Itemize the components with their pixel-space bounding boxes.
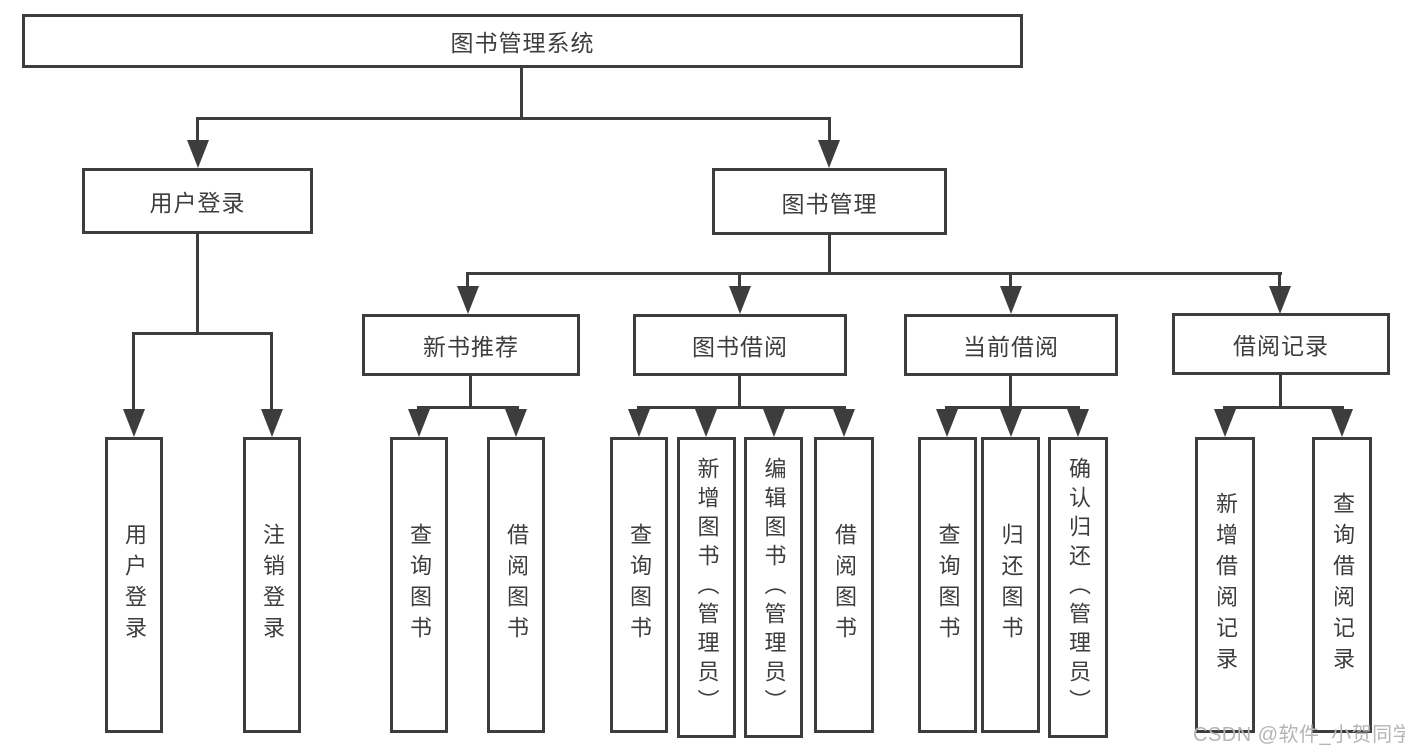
leaf-label: 新增图书（管理员） bbox=[694, 457, 720, 718]
leaf-confirm-return-admin: 确认归还（管理员） bbox=[1048, 437, 1108, 738]
arrow-down-icon bbox=[936, 409, 958, 437]
leaf-query-borrow-record: 查询借阅记录 bbox=[1312, 437, 1372, 733]
connector-line bbox=[196, 234, 199, 335]
leaf-edit-books-admin: 编辑图书（管理员） bbox=[744, 437, 803, 738]
watermark: CSDN @软件_小贺同学 bbox=[1193, 724, 1405, 746]
leaf-add-books-admin: 新增图书（管理员） bbox=[677, 437, 736, 738]
connector-line bbox=[1009, 272, 1012, 288]
node-label: 图书管理 bbox=[781, 190, 878, 217]
connector-line bbox=[417, 406, 519, 409]
arrow-down-icon bbox=[763, 409, 785, 437]
leaf-label: 借阅图书 bbox=[832, 523, 857, 647]
leaf-label: 借阅图书 bbox=[504, 523, 529, 647]
arrow-down-icon bbox=[729, 286, 751, 314]
leaf-logout: 注销登录 bbox=[243, 437, 301, 733]
arrow-down-icon bbox=[457, 286, 479, 314]
connector-line bbox=[196, 117, 831, 120]
node-book-borrow: 图书借阅 bbox=[633, 314, 847, 376]
connector-line bbox=[828, 234, 831, 274]
node-book-management: 图书管理 bbox=[712, 168, 947, 235]
leaf-newbooks-borrow-books: 借阅图书 bbox=[487, 437, 545, 733]
leaf-user-login: 用户登录 bbox=[105, 437, 163, 733]
leaf-label: 归还图书 bbox=[998, 523, 1024, 647]
leaf-borrow-borrow-books: 借阅图书 bbox=[814, 437, 874, 733]
leaf-label: 新增借阅记录 bbox=[1213, 492, 1238, 678]
leaf-label: 查询图书 bbox=[627, 523, 652, 647]
leaf-newbooks-query-books: 查询图书 bbox=[390, 437, 448, 733]
connector-line bbox=[945, 406, 1080, 409]
arrow-down-icon bbox=[818, 140, 840, 168]
arrow-down-icon bbox=[628, 409, 650, 437]
connector-line bbox=[466, 272, 469, 288]
connector-line bbox=[132, 332, 135, 411]
node-borrow-records: 借阅记录 bbox=[1172, 313, 1390, 375]
arrow-down-icon bbox=[833, 409, 855, 437]
node-new-book-recommend: 新书推荐 bbox=[362, 314, 580, 376]
node-label: 当前借阅 bbox=[963, 334, 1059, 360]
leaf-label: 注销登录 bbox=[260, 523, 285, 647]
arrow-down-icon bbox=[187, 140, 209, 168]
arrow-down-icon bbox=[261, 409, 283, 437]
arrow-down-icon bbox=[505, 409, 527, 437]
leaf-current-query-books: 查询图书 bbox=[918, 437, 977, 733]
connector-line bbox=[637, 406, 846, 409]
leaf-label: 查询图书 bbox=[407, 523, 432, 647]
leaf-label: 查询图书 bbox=[935, 523, 961, 647]
connector-line bbox=[1278, 272, 1281, 288]
leaf-return-books: 归还图书 bbox=[981, 437, 1040, 733]
node-library-management-system: 图书管理系统 bbox=[22, 14, 1023, 68]
arrow-down-icon bbox=[1214, 409, 1236, 437]
connector-line bbox=[520, 68, 523, 120]
leaf-add-borrow-record: 新增借阅记录 bbox=[1195, 437, 1255, 733]
connector-line bbox=[196, 117, 199, 143]
connector-line bbox=[738, 376, 741, 409]
leaf-borrow-query-books: 查询图书 bbox=[610, 437, 668, 733]
connector-line bbox=[1223, 406, 1344, 409]
leaf-label: 查询借阅记录 bbox=[1330, 492, 1355, 678]
arrow-down-icon bbox=[1000, 409, 1022, 437]
node-current-borrow: 当前借阅 bbox=[904, 314, 1118, 376]
connector-line bbox=[132, 332, 273, 335]
arrow-down-icon bbox=[695, 409, 717, 437]
arrow-down-icon bbox=[1331, 409, 1353, 437]
node-label: 借阅记录 bbox=[1233, 333, 1329, 359]
node-user-login: 用户登录 bbox=[82, 168, 313, 234]
connector-line bbox=[270, 332, 273, 411]
arrow-down-icon bbox=[1000, 286, 1022, 314]
node-label: 图书借阅 bbox=[692, 334, 788, 360]
leaf-label: 确认归还（管理员） bbox=[1066, 457, 1091, 718]
arrow-down-icon bbox=[1067, 409, 1089, 437]
arrow-down-icon bbox=[408, 409, 430, 437]
node-label: 图书管理系统 bbox=[450, 30, 595, 56]
connector-line bbox=[828, 117, 831, 143]
leaf-label: 用户登录 bbox=[122, 523, 147, 647]
connector-line bbox=[1009, 376, 1012, 409]
arrow-down-icon bbox=[1269, 286, 1291, 314]
leaf-label: 编辑图书（管理员） bbox=[761, 457, 787, 718]
connector-line bbox=[1279, 375, 1282, 409]
arrow-down-icon bbox=[123, 409, 145, 437]
connector-line bbox=[738, 272, 741, 288]
node-label: 新书推荐 bbox=[423, 334, 519, 360]
connector-line bbox=[466, 272, 1282, 275]
connector-line bbox=[469, 376, 472, 409]
node-label: 用户登录 bbox=[149, 190, 246, 216]
